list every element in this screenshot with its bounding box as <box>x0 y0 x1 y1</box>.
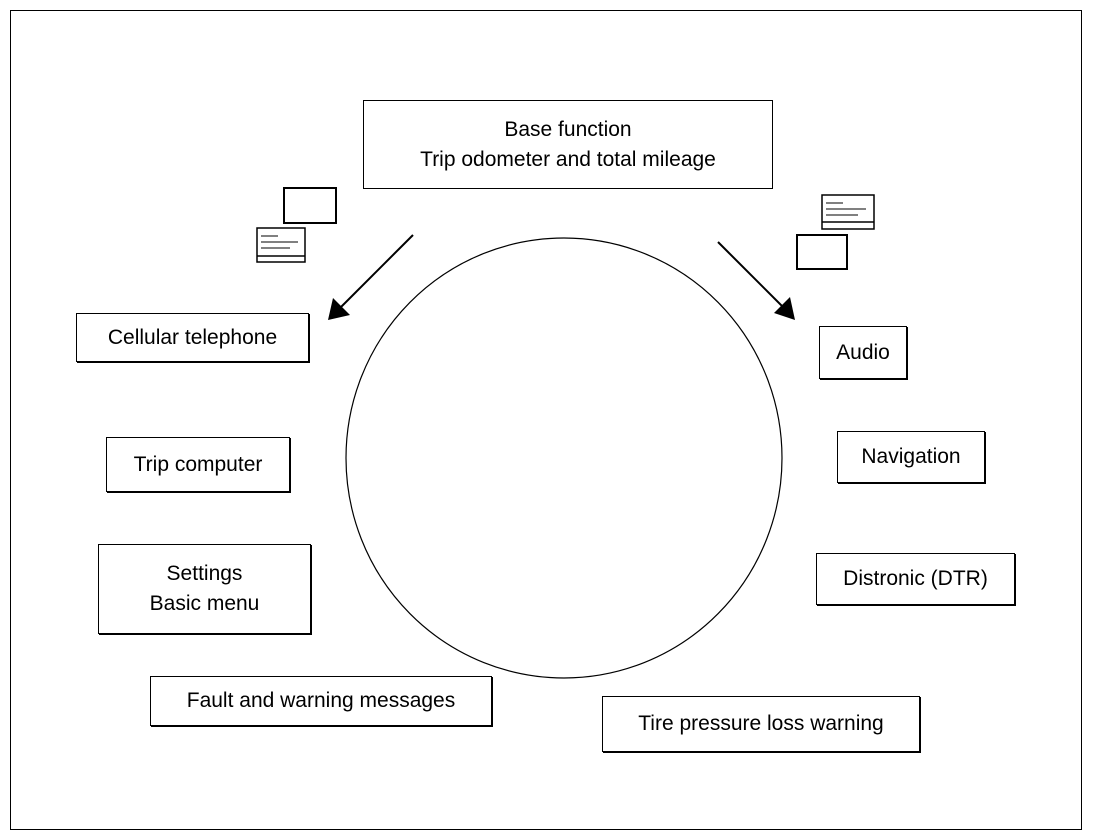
diagram-frame <box>10 10 1082 830</box>
cellular-telephone-label: Cellular telephone <box>107 325 278 349</box>
tire-pressure-label: Tire pressure loss warning <box>638 712 884 735</box>
settings-label: Settings <box>166 562 243 585</box>
audio-box: Audio <box>819 326 907 379</box>
cellular-telephone-box: Cellular telephone <box>76 313 309 362</box>
trip-computer-box: Trip computer <box>106 437 290 492</box>
base-function-box: Base function Trip odometer and total mi… <box>363 100 773 189</box>
menu-cycle-circle <box>345 237 783 679</box>
stacked-windows-icon <box>796 194 875 270</box>
arrow-down-right-icon <box>717 241 795 320</box>
navigation-label: Navigation <box>861 445 961 468</box>
base-function-subtitle: Trip odometer and total mileage <box>420 147 716 171</box>
fault-warning-box: Fault and warning messages <box>150 676 492 726</box>
distronic-box: Distronic (DTR) <box>816 553 1015 605</box>
trip-computer-label: Trip computer <box>133 452 263 476</box>
basic-menu-label: Basic menu <box>149 592 260 615</box>
settings-box: Settings Basic menu <box>98 544 311 634</box>
audio-label: Audio <box>836 340 890 364</box>
distronic-label: Distronic (DTR) <box>843 567 988 590</box>
arrow-down-left-icon <box>328 234 414 320</box>
stacked-windows-icon <box>256 187 337 263</box>
tire-pressure-box: Tire pressure loss warning <box>602 696 920 752</box>
base-function-title: Base function <box>504 117 632 141</box>
fault-warning-label: Fault and warning messages <box>186 689 456 712</box>
navigation-box: Navigation <box>837 431 985 483</box>
